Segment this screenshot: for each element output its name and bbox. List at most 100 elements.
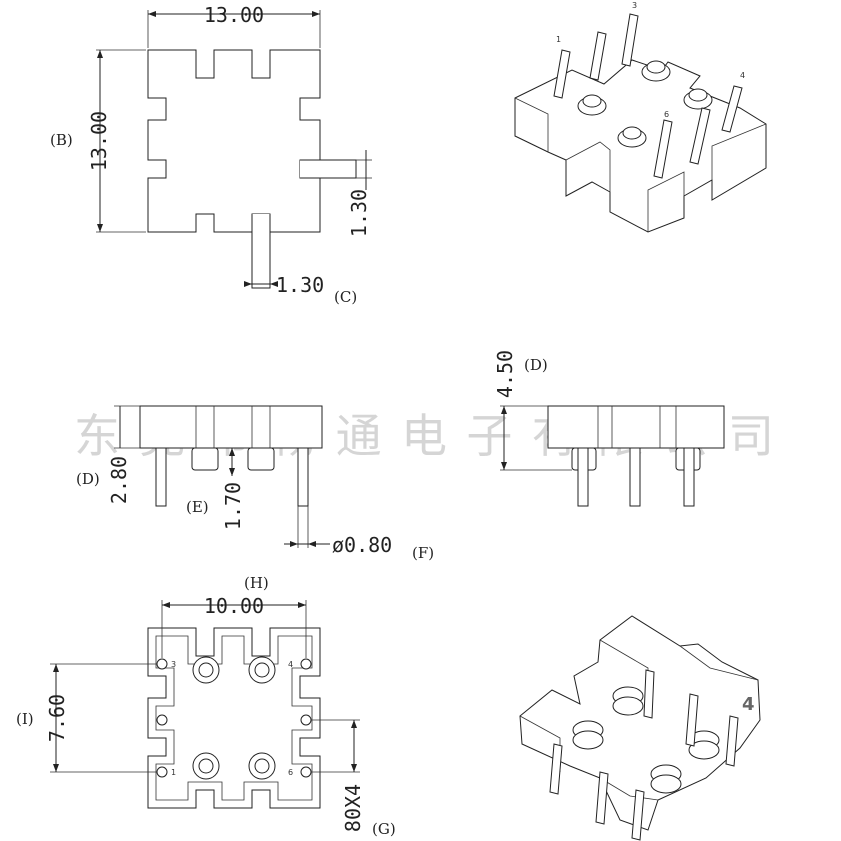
label-g: (G) bbox=[372, 820, 396, 838]
iso-view-top: 1 3 4 6 bbox=[514, 1, 767, 233]
arrow bbox=[298, 602, 306, 608]
iso-pin bbox=[595, 771, 609, 825]
bottom-view-outline bbox=[147, 627, 321, 809]
dim-pin-pitch: 80X4 bbox=[341, 784, 365, 832]
label-h: (H) bbox=[244, 574, 269, 592]
iso-boss bbox=[650, 774, 682, 794]
dim-pin-span-x: 10.00 bbox=[204, 594, 264, 618]
dim-total-height: 4.50 bbox=[493, 350, 517, 398]
arrow bbox=[351, 720, 357, 728]
arrow bbox=[229, 468, 235, 476]
label-f: (F) bbox=[412, 544, 434, 562]
iso-marker: 4 bbox=[742, 694, 755, 715]
pin-hole bbox=[156, 658, 168, 670]
iso-boss bbox=[688, 740, 720, 760]
side-pin bbox=[297, 447, 309, 507]
arrow bbox=[501, 462, 507, 470]
arrow bbox=[351, 764, 357, 772]
iso-pin bbox=[689, 107, 711, 165]
arrow bbox=[290, 541, 298, 547]
iso-top-body bbox=[514, 59, 767, 233]
arrow bbox=[308, 541, 316, 547]
iso-pin bbox=[653, 119, 673, 179]
bottom-boss bbox=[254, 758, 270, 774]
arrow bbox=[53, 764, 59, 772]
iso-edge bbox=[647, 171, 685, 232]
label-i: (I) bbox=[16, 710, 34, 728]
iso-edge bbox=[565, 141, 611, 192]
arrow bbox=[97, 224, 103, 232]
pin-hole bbox=[156, 714, 168, 726]
side-pin bbox=[577, 447, 589, 507]
bottom-boss bbox=[198, 758, 214, 774]
iso-pin bbox=[589, 31, 607, 81]
arrow bbox=[148, 11, 156, 17]
iso-pin-label: 1 bbox=[556, 35, 561, 44]
dim-pin-span-y: 7.60 bbox=[45, 694, 69, 742]
bottom-boss bbox=[254, 662, 270, 678]
arrow bbox=[244, 281, 252, 287]
iso-boss bbox=[646, 60, 666, 74]
iso-pin bbox=[725, 715, 739, 767]
pin-hole bbox=[300, 658, 312, 670]
top-view-outline bbox=[147, 49, 321, 233]
dim-standoff: 1.70 bbox=[221, 482, 245, 530]
dim-top-height: 13.00 bbox=[87, 111, 111, 171]
dim-side-body: 2.80 bbox=[107, 456, 131, 504]
iso-pins bbox=[553, 13, 743, 179]
iso-pin bbox=[643, 669, 655, 719]
iso-pin bbox=[549, 743, 563, 795]
iso-pin bbox=[721, 85, 743, 133]
label-d1: (D) bbox=[76, 470, 100, 488]
dim-top-width: 13.00 bbox=[204, 3, 264, 27]
iso-view-bottom: 4 bbox=[519, 615, 761, 841]
iso-pin bbox=[553, 49, 571, 99]
side-view-right: 4.50 (D) bbox=[493, 350, 725, 507]
side-standoff bbox=[191, 447, 219, 471]
dim-tab-bottom: 1.30 bbox=[276, 273, 324, 297]
dim-tab-right: 1.30 bbox=[347, 189, 371, 237]
side-view-left: 2.80 (D) 1.70 (E) ø0.80 (F) bbox=[76, 405, 434, 562]
arrow bbox=[270, 281, 278, 287]
side-right-body bbox=[547, 405, 725, 449]
iso-edge bbox=[599, 777, 659, 801]
bottom-boss bbox=[198, 662, 214, 678]
label-c: (C) bbox=[334, 288, 357, 306]
iso-boss bbox=[582, 94, 602, 108]
pin-hole bbox=[156, 766, 168, 778]
side-standoff bbox=[247, 447, 275, 471]
iso-pin-label: 6 bbox=[664, 110, 669, 119]
top-view: 13.00 13.00 (B) 1.30 1.30 (C) bbox=[50, 3, 372, 306]
iso-edge bbox=[679, 645, 759, 681]
pin-hole bbox=[300, 714, 312, 726]
side-pin bbox=[155, 447, 167, 507]
label-e: (E) bbox=[186, 498, 209, 516]
tab-bottom bbox=[251, 214, 271, 289]
bottom-pin-label: 4 bbox=[288, 660, 293, 669]
side-left-body bbox=[139, 405, 323, 449]
iso-boss bbox=[622, 126, 642, 140]
bottom-pin-label: 6 bbox=[288, 768, 293, 777]
iso-pin bbox=[685, 693, 699, 747]
arrow bbox=[162, 602, 170, 608]
arrow bbox=[53, 664, 59, 672]
label-d2: (D) bbox=[524, 356, 548, 374]
iso-pin-label: 4 bbox=[740, 71, 745, 80]
pin-hole bbox=[300, 766, 312, 778]
tab-right bbox=[300, 159, 357, 179]
side-pin bbox=[683, 447, 695, 507]
iso-pin bbox=[621, 13, 639, 67]
dim-pin-dia: ø0.80 bbox=[332, 533, 392, 557]
arrow bbox=[229, 448, 235, 456]
label-b: (B) bbox=[50, 131, 73, 149]
bottom-pin-label: 1 bbox=[171, 768, 176, 777]
iso-boss bbox=[688, 88, 708, 102]
bottom-pin-label: 3 bbox=[171, 660, 176, 669]
iso-pin bbox=[631, 789, 645, 841]
iso-bottom-pins bbox=[549, 669, 739, 841]
side-pin bbox=[629, 447, 641, 507]
iso-pin-label: 3 bbox=[632, 1, 637, 10]
iso-boss bbox=[572, 730, 604, 750]
iso-boss bbox=[612, 696, 644, 716]
